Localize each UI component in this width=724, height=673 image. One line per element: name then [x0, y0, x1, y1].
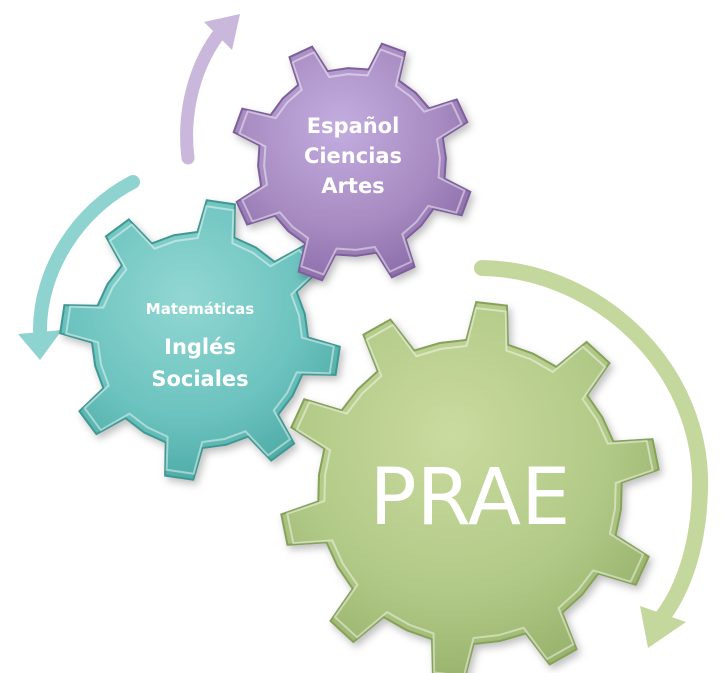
- teal-gear-line-2: Inglés: [164, 335, 236, 359]
- arrows-layer: [18, 14, 709, 648]
- teal-gear-line-3: Sociales: [151, 367, 248, 391]
- gear-purple-body: [232, 42, 472, 282]
- teal-arrow-head: [18, 330, 62, 360]
- green-arrow-head: [640, 606, 686, 648]
- teal-gear-labels: Matemáticas Inglés Sociales: [146, 300, 254, 391]
- teal-curved-arrow: [33, 175, 140, 337]
- purple-curved-arrow: [180, 23, 229, 165]
- gear-green-body: [280, 301, 660, 673]
- language-science-arts-gear: [232, 42, 472, 282]
- gear-green-highlight: [286, 307, 654, 673]
- green-gear-label-group: PRAE: [370, 453, 571, 543]
- purple-arrow-head: [204, 14, 240, 50]
- purple-gear-line-1: Español: [307, 114, 400, 138]
- purple-gear-line-2: Ciencias: [304, 144, 402, 168]
- gear-teal-body: [59, 199, 341, 481]
- purple-gear-labels: Español Ciencias Artes: [304, 114, 402, 198]
- gear-purple-highlight: [238, 48, 466, 276]
- gear-teal-highlight: [65, 205, 335, 475]
- green-curved-arrow: [474, 260, 709, 628]
- purple-gear-line-3: Artes: [321, 174, 384, 198]
- green-gear-label: PRAE: [370, 453, 571, 543]
- prae-gear: [280, 301, 660, 673]
- teal-gear-line-1: Matemáticas: [146, 300, 254, 318]
- core-subjects-gear: [59, 199, 341, 481]
